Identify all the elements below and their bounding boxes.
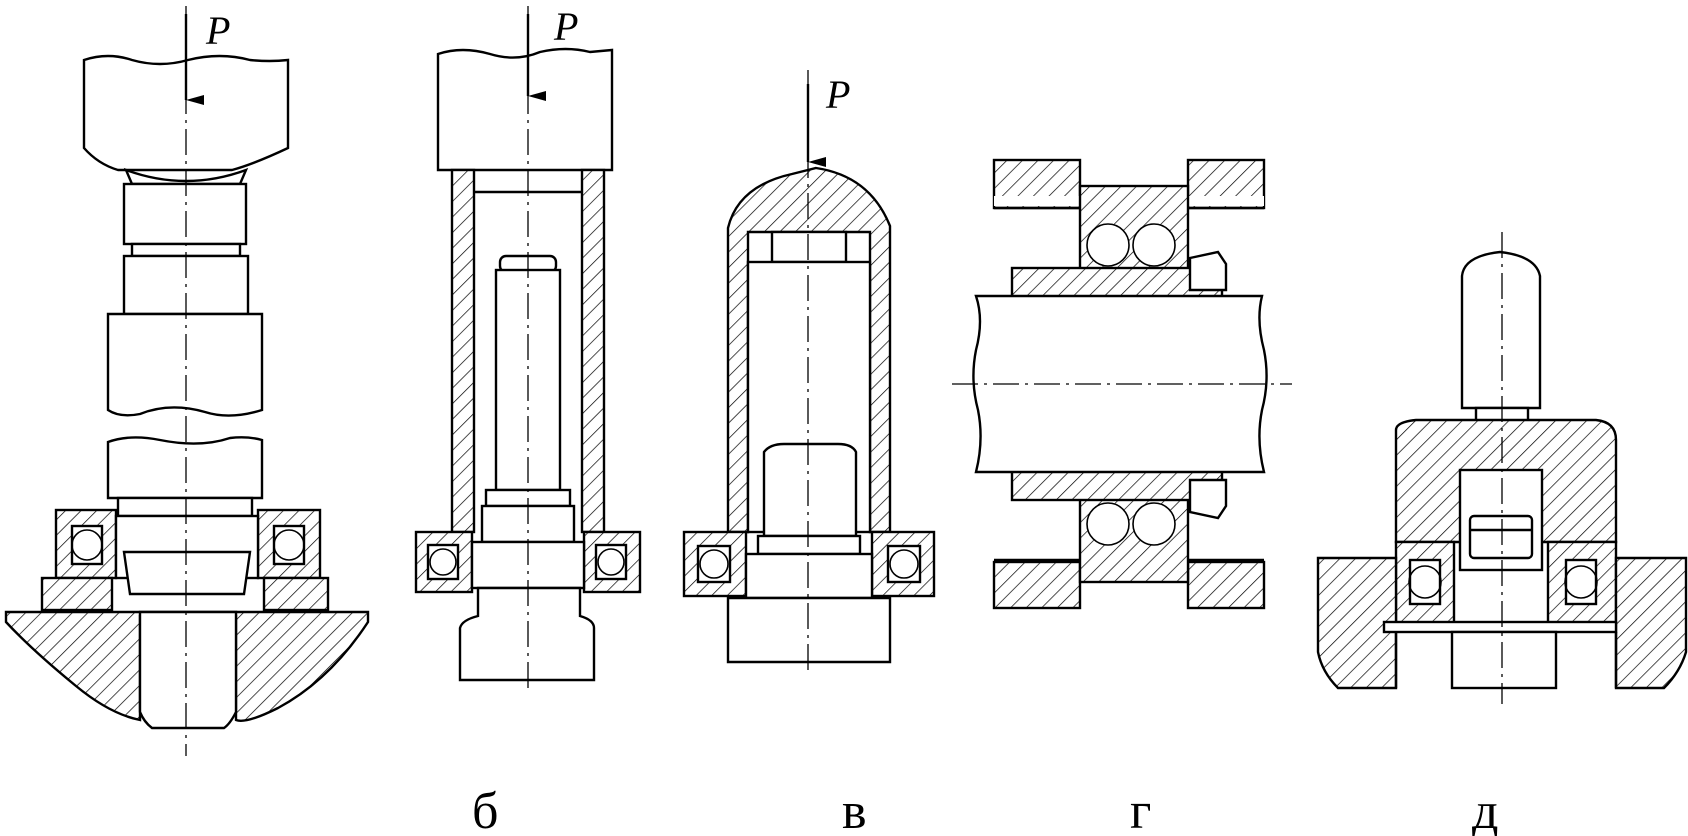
- bearing-left-ball-cage: [696, 544, 732, 584]
- bearing-ball: [699, 549, 729, 579]
- washer: [756, 534, 862, 556]
- bearing-ball: [1086, 502, 1130, 546]
- shaft-tail: [138, 610, 238, 730]
- bearing-ball: [597, 548, 625, 576]
- housing-insert: [770, 230, 848, 264]
- bearing-ball: [1132, 223, 1176, 267]
- support-base-right: [1614, 556, 1688, 690]
- figure-label-b: б: [472, 783, 498, 836]
- shaft-shoulder: [122, 550, 252, 596]
- shaft-step: [116, 496, 254, 518]
- housing-wall-bottom-left: [992, 560, 1082, 610]
- housing-shell: [726, 166, 892, 534]
- nut: [762, 442, 858, 538]
- bearing-left-ball-cage: [426, 543, 460, 581]
- retaining-plate: [1382, 620, 1618, 634]
- press-ram: [436, 47, 614, 172]
- ram-dome: [123, 167, 249, 186]
- sleeve-wall-left: [450, 168, 476, 534]
- force-label: P: [553, 4, 578, 49]
- bearing-ball: [1132, 502, 1176, 546]
- support-base-right: [262, 576, 330, 612]
- figure-label-v: в: [842, 783, 867, 836]
- shaft-end: [726, 596, 892, 664]
- bearing-right-ball-cage: [886, 544, 922, 584]
- bearing-ball: [429, 548, 457, 576]
- pin-top: [1460, 250, 1542, 410]
- bearing-right-ball-cage: [272, 524, 306, 566]
- shaft-bottom: [1450, 630, 1558, 690]
- bearing-right-ball-cage: [1564, 558, 1598, 606]
- sleeve-wall-right: [580, 168, 606, 534]
- force-label: P: [205, 8, 230, 53]
- lock-nut-top: [1188, 250, 1228, 292]
- shaft-seat: [744, 552, 874, 600]
- bearing-left-ball-cage: [70, 524, 104, 566]
- shaft-body-lower: [106, 436, 264, 500]
- nut: [1468, 514, 1534, 560]
- bearing-ball: [1408, 565, 1442, 599]
- assembly-view-b: P б: [414, 4, 642, 836]
- bearing-ball: [889, 549, 919, 579]
- shaft-body-upper: [106, 312, 264, 417]
- shaft-collar-top: [122, 182, 248, 246]
- figure-label-d: д: [1472, 783, 1498, 836]
- assembly-view-d: д: [1316, 232, 1688, 836]
- support-base-left: [40, 576, 114, 612]
- bearing-ball: [1564, 565, 1598, 599]
- figure-label-g: г: [1130, 783, 1151, 836]
- force-label: P: [825, 72, 850, 117]
- lock-nut-bottom: [1188, 478, 1228, 520]
- shaft-end: [458, 586, 596, 682]
- assembly-view-a: P: [4, 6, 370, 756]
- bearing-ball: [1086, 223, 1130, 267]
- bearing-left-outer-ring: [414, 530, 474, 594]
- bearing-ball: [71, 529, 103, 561]
- bearing-right-ball-cage: [594, 543, 628, 581]
- assembly-view-g: г: [952, 158, 1292, 836]
- bearing-ball: [273, 529, 305, 561]
- assembly-view-v: P в: [682, 70, 936, 836]
- bearing-left-ball-cage: [1408, 558, 1442, 606]
- support-base-left: [1316, 556, 1398, 690]
- housing-wall-bottom-right: [1186, 560, 1266, 610]
